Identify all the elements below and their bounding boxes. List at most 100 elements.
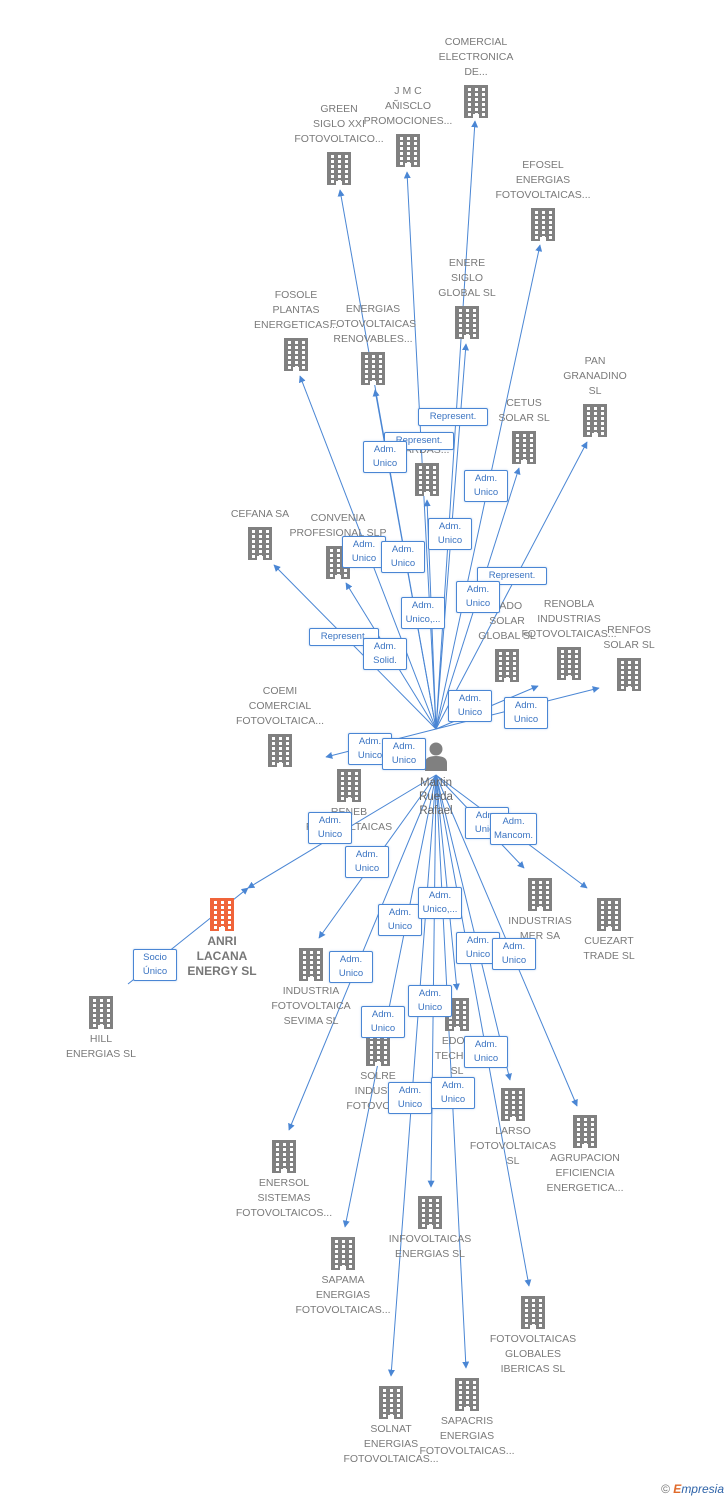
company-label: RENOBLA INDUSTRIAS FOTOVOLTAICAS... <box>521 598 617 640</box>
building-icon <box>379 1386 403 1419</box>
company-label: CEFANA SA <box>230 508 290 520</box>
company-node-sapacris[interactable]: SAPACRIS ENERGIAS FOTOVOLTAICAS... <box>397 1376 537 1457</box>
building-icon <box>512 431 536 464</box>
building-icon <box>501 1088 525 1121</box>
role-badge-b8[interactable]: Represent. <box>477 567 547 585</box>
building-icon <box>337 769 361 802</box>
role-badge-b11[interactable]: Represent. <box>309 628 379 646</box>
building-icon <box>361 352 385 385</box>
building-icon <box>248 527 272 560</box>
building-icon <box>299 948 323 981</box>
building-icon <box>597 898 621 931</box>
building-icon <box>617 658 641 691</box>
role-badge-b17[interactable]: Adm. Unico <box>308 812 352 844</box>
building-icon <box>268 734 292 767</box>
building-icon <box>327 152 351 185</box>
role-badge-b5[interactable]: Adm. Unico <box>428 518 472 550</box>
company-label: AGRUPACION EFICIENCIA ENERGETICA... <box>546 1152 624 1194</box>
role-badge-b22[interactable]: Adm. Unico,... <box>418 887 462 919</box>
company-node-renfos[interactable]: RENFOS SOLAR SL <box>559 624 699 692</box>
role-badge-b13[interactable]: Adm. Unico <box>448 690 492 722</box>
company-node-fotoglob[interactable]: FOTOVOLTAICAS GLOBALES IBERICAS SL <box>463 1294 603 1375</box>
role-badge-b16[interactable]: Adm. Unico <box>382 738 426 770</box>
company-label: RENFOS SOLAR SL <box>603 624 655 651</box>
building-icon <box>573 1115 597 1148</box>
company-node-solnat[interactable]: SOLNAT ENERGIAS FOTOVOLTAICAS... <box>321 1384 461 1465</box>
role-badge-b27[interactable]: Adm. Unico <box>408 985 452 1017</box>
role-badge-b29[interactable]: Adm. Unico <box>464 1036 508 1068</box>
building-icon <box>210 898 234 931</box>
company-label: INFOVOLTAICAS ENERGIAS SL <box>388 1233 472 1260</box>
company-node-renobla[interactable]: RENOBLA INDUSTRIAS FOTOVOLTAICAS... <box>499 598 639 681</box>
company-label: ENERE SIGLO GLOBAL SL <box>438 257 496 299</box>
edge-martin-fotoglob <box>435 774 532 1287</box>
role-badge-b23[interactable]: Socio Único <box>133 949 177 981</box>
company-node-sevima[interactable]: INDUSTRIA FOTOVOLTAICA SEVIMA SL <box>241 946 381 1027</box>
company-node-efosel[interactable]: EFOSEL ENERGIAS FOTOVOLTAICAS... <box>473 159 613 242</box>
building-icon <box>272 1140 296 1173</box>
company-label: GREEN SIGLO XXI FOTOVOLTAICO... <box>294 103 384 145</box>
company-label: LARSO FOTOVOLTAICAS SL <box>469 1125 557 1167</box>
company-node-comercial[interactable]: COMERCIAL ELECTRONICA DE... <box>406 36 546 119</box>
company-node-energias_fr[interactable]: ENERGIAS FOTOVOLTAICAS RENOVABLES... <box>303 303 443 386</box>
role-badge-b1[interactable]: Represent. <box>418 408 488 426</box>
company-label: CUEZART TRADE SL <box>583 935 635 962</box>
building-icon <box>284 338 308 371</box>
company-label: SAPACRIS ENERGIAS FOTOVOLTAICAS... <box>419 1415 515 1457</box>
role-badge-b19[interactable]: Adm. Mancom. <box>490 813 538 845</box>
company-node-green[interactable]: GREEN SIGLO XXI FOTOVOLTAICO... <box>269 103 409 186</box>
role-badge-b25[interactable]: Adm. Unico <box>492 938 536 970</box>
building-icon <box>583 404 607 437</box>
role-badge-b6[interactable]: Adm. Unico <box>342 536 386 568</box>
company-node-coemi[interactable]: COEMI COMERCIAL FOTOVOLTAICA... <box>210 685 350 768</box>
role-badge-b9[interactable]: Adm. Unico <box>456 581 500 613</box>
edge-martin-edor <box>435 774 460 991</box>
company-label: ANRI LACANA ENERGY SL <box>187 934 257 978</box>
building-icon <box>455 306 479 339</box>
company-node-solre[interactable]: SOLRE INDUSTR FOTOVOLT... <box>308 1031 448 1112</box>
company-label: ENERSOL SISTEMAS FOTOVOLTAICOS... <box>235 1177 333 1219</box>
company-node-fosole[interactable]: FOSOLE PLANTAS ENERGETICAS... <box>226 289 366 372</box>
company-node-cuezart[interactable]: CUEZART TRADE SL <box>539 896 679 962</box>
company-node-cetus[interactable]: CETUS SOLAR SL <box>454 397 594 465</box>
company-label: J M C AÑISCLO PROMOCIONES... <box>363 85 453 127</box>
company-label: COMERCIAL ELECTRONICA DE... <box>438 36 514 78</box>
company-node-larso[interactable]: LARSO FOTOVOLTAICAS SL <box>443 1086 583 1167</box>
role-badge-b28[interactable]: Adm. Unico <box>361 1006 405 1038</box>
brand-name: mpresia <box>681 1482 724 1496</box>
company-node-cefana[interactable]: CEFANA SA <box>190 508 330 561</box>
company-node-cado[interactable]: CADO SOLAR GLOBAL SL <box>437 600 577 683</box>
company-label: EFOSEL ENERGIAS FOTOVOLTAICAS... <box>495 159 591 201</box>
company-label: CADO SOLAR GLOBAL SL <box>478 600 536 642</box>
role-badge-b3[interactable]: Adm. Unico <box>363 441 407 473</box>
building-icon <box>531 208 555 241</box>
role-badge-b31[interactable]: Adm. Unico <box>431 1077 475 1109</box>
role-badge-b7[interactable]: Adm. Unico <box>381 541 425 573</box>
role-badge-b4[interactable]: Adm. Unico <box>464 470 508 502</box>
company-node-sapama[interactable]: SAPAMA ENERGIAS FOTOVOLTAICAS... <box>273 1235 413 1316</box>
person-node-martin[interactable]: Martin Rueda Rafael <box>396 741 476 818</box>
company-node-hill[interactable]: HILL ENERGIAS SL <box>31 994 171 1060</box>
company-node-infovolt[interactable]: INFOVOLTAICAS ENERGIAS SL <box>360 1194 500 1260</box>
company-node-agrupacion[interactable]: AGRUPACION EFICIENCIA ENERGETICA... <box>515 1113 655 1194</box>
role-badge-b10[interactable]: Adm. Unico,... <box>401 597 445 629</box>
company-node-anri[interactable]: ANRI LACANA ENERGY SL <box>152 896 292 978</box>
brand-initial: E <box>673 1482 682 1496</box>
company-label: CONVENIA PROFESIONAL SLP <box>289 512 387 539</box>
person-icon <box>425 742 447 771</box>
role-badge-b20[interactable]: Adm. Unico <box>345 846 389 878</box>
building-icon <box>495 649 519 682</box>
role-badge-b21[interactable]: Adm. Unico <box>378 904 422 936</box>
role-badge-b30[interactable]: Adm. Unico <box>388 1082 432 1114</box>
role-badge-b14[interactable]: Adm. Unico <box>504 697 548 729</box>
building-icon <box>521 1296 545 1329</box>
building-icon <box>455 1378 479 1411</box>
company-node-jmc[interactable]: J M C AÑISCLO PROMOCIONES... <box>338 85 478 168</box>
role-badge-b12[interactable]: Adm. Solid. <box>363 638 407 670</box>
company-label: SOLNAT ENERGIAS FOTOVOLTAICAS... <box>343 1423 439 1465</box>
company-label: PAN GRANADINO SL <box>563 355 627 397</box>
company-node-pan[interactable]: PAN GRANADINO SL <box>525 355 665 438</box>
company-node-enersol[interactable]: ENERSOL SISTEMAS FOTOVOLTAICOS... <box>214 1138 354 1219</box>
role-badge-b26[interactable]: Adm. Unico <box>329 951 373 983</box>
company-node-enere[interactable]: ENERE SIGLO GLOBAL SL <box>397 257 537 340</box>
